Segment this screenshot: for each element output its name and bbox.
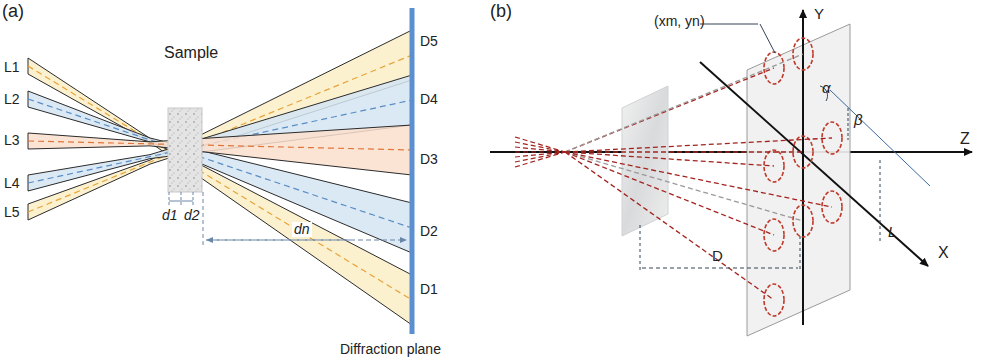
figure-label: L4	[4, 176, 20, 191]
beam	[28, 75, 412, 191]
leader-lines	[640, 24, 930, 272]
figure-label: L3	[4, 133, 20, 148]
x-axis	[700, 62, 928, 266]
sample-plate	[622, 86, 668, 236]
ray	[565, 152, 774, 235]
diffraction-spot	[793, 205, 813, 237]
figure-label: d1	[162, 208, 178, 223]
figure-label: L	[888, 224, 896, 241]
diffraction-spot	[764, 284, 784, 316]
beam	[28, 125, 412, 175]
figure-label: D1	[420, 282, 438, 297]
dimension-lines	[169, 192, 406, 246]
x-ray-beams	[28, 30, 412, 325]
diffraction-rays	[515, 38, 842, 316]
incident-ray	[515, 152, 565, 157]
incident-ray	[515, 142, 565, 152]
ray	[565, 138, 832, 152]
figure-label: L5	[4, 205, 20, 220]
incident-ray	[515, 137, 565, 152]
diffraction-spot	[822, 191, 842, 223]
ray	[565, 152, 832, 207]
figure-label: L2	[4, 92, 20, 107]
beam-axis	[28, 141, 412, 150]
figure-label: Sample	[164, 44, 218, 62]
figure-label: d2	[184, 208, 200, 223]
ray	[565, 151, 803, 152]
figure-label: β	[854, 112, 863, 129]
figure-label: D2	[420, 224, 438, 239]
ray	[565, 54, 803, 152]
figure-label: D5	[420, 34, 438, 49]
diffraction-spot	[764, 52, 784, 84]
figure-label: (xm, yn)	[654, 14, 705, 29]
figure-label: (b)	[490, 2, 512, 22]
detector-plane	[747, 24, 850, 336]
figure-label: Z	[960, 130, 970, 148]
beam-axis	[28, 100, 412, 183]
figure-label: D3	[420, 152, 438, 167]
diffraction-spot	[793, 38, 813, 70]
ray	[565, 152, 774, 300]
incident-ray	[515, 152, 565, 162]
figure-label: D	[712, 248, 723, 265]
diffraction-spot	[764, 219, 784, 251]
sample-block	[168, 108, 202, 192]
figure-label: Diffraction plane	[340, 342, 441, 357]
ray	[565, 152, 803, 221]
diffraction-spot	[764, 150, 784, 182]
diffraction-spot	[793, 136, 813, 168]
figure-label: Y	[814, 6, 824, 23]
diffraction-plane	[410, 8, 415, 334]
figure-label: X	[938, 244, 949, 262]
figure-label: D4	[420, 92, 438, 107]
figure-label: (a)	[2, 2, 24, 22]
figure-label: dn	[292, 222, 312, 237]
incident-ray	[515, 152, 565, 167]
figure-label: L1	[4, 60, 20, 75]
diffraction-spot	[822, 122, 842, 154]
figure-label: α	[822, 80, 831, 97]
